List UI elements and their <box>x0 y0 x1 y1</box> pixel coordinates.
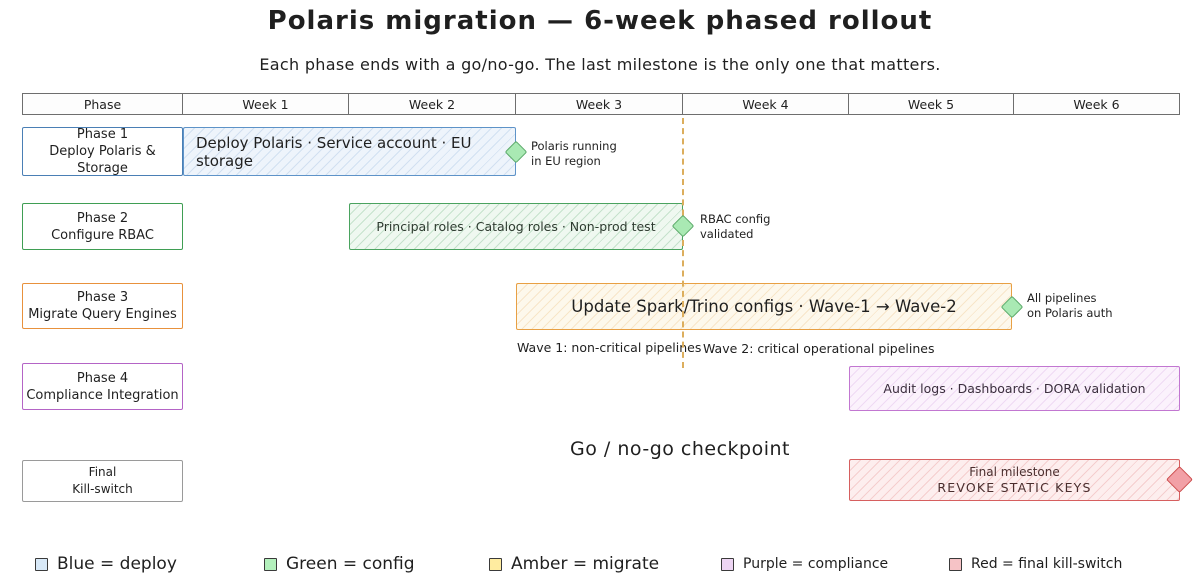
phase2-milestone-line1: RBAC config <box>700 212 771 226</box>
phase4-label-line2: Compliance Integration <box>26 387 179 403</box>
phase3-milestone-line1: All pipelines <box>1027 291 1097 305</box>
blue-swatch-icon <box>35 557 48 571</box>
phase3-milestone-line2: on Polaris auth <box>1027 305 1113 320</box>
page-title: Polaris migration — 6-week phased rollou… <box>267 6 933 36</box>
phase1-milestone-label: Polaris running in EU region <box>531 139 617 168</box>
phase2-bar: Principal roles · Catalog roles · Non-pr… <box>349 203 683 250</box>
header-cell-week2: Week 2 <box>349 94 516 114</box>
final-label-box: Final Kill-switch <box>22 460 183 502</box>
header-cell-phase: Phase <box>23 94 183 114</box>
phase3-bar: Update Spark/Trino configs · Wave-1 → Wa… <box>516 283 1012 330</box>
phase1-label-line2: Deploy Polaris & Storage <box>49 144 156 176</box>
legend-label-blue: Blue = deploy <box>57 554 177 574</box>
phase1-bar: Deploy Polaris · Service account · EU st… <box>183 127 516 176</box>
legend-label-red: Red = final kill-switch <box>971 556 1123 572</box>
phase1-milestone-line1: Polaris running <box>531 139 617 153</box>
phase1-label-box: Phase 1 Deploy Polaris & Storage <box>22 127 183 176</box>
legend-item-blue: Blue = deploy <box>35 551 177 577</box>
legend-item-green: Green = config <box>264 551 415 577</box>
purple-swatch-icon <box>721 557 734 571</box>
legend-label-purple: Purple = compliance <box>743 556 889 572</box>
legend-item-purple: Purple = compliance <box>721 551 888 577</box>
legend-item-amber: Amber = migrate <box>489 551 659 577</box>
timeline-header: Phase Week 1 Week 2 Week 3 Week 4 Week 5… <box>22 93 1180 115</box>
phase3-label-box: Phase 3 Migrate Query Engines <box>22 283 183 329</box>
red-swatch-icon <box>949 557 962 571</box>
header-cell-week3: Week 3 <box>516 94 683 114</box>
final-label-line1: Final <box>88 465 117 479</box>
header-cell-week4: Week 4 <box>683 94 849 114</box>
header-cell-week5: Week 5 <box>849 94 1014 114</box>
phase3-bar-text: Update Spark/Trino configs · Wave-1 → Wa… <box>571 297 957 316</box>
phase3-milestone-label: All pipelines on Polaris auth <box>1027 291 1113 320</box>
phase2-label-line1: Phase 2 <box>76 210 129 226</box>
phase1-bar-text: Deploy Polaris · Service account · EU st… <box>196 133 472 170</box>
wave1-annotation: Wave 1: non-critical pipelines <box>517 340 702 355</box>
phase1-milestone-line2: in EU region <box>531 153 601 168</box>
header-cell-week6: Week 6 <box>1073 96 1120 112</box>
final-bar-line2: REVOKE STATIC KEYS <box>937 480 1092 495</box>
final-bar: Final milestone REVOKE STATIC KEYS <box>849 459 1180 501</box>
phase2-label-line2: Configure RBAC <box>51 227 154 243</box>
legend-item-red: Red = final kill-switch <box>949 551 1122 577</box>
green-swatch-icon <box>264 557 277 571</box>
phase4-bar: Audit logs · Dashboards · DORA validatio… <box>849 366 1180 411</box>
final-bar-line1: Final milestone <box>969 465 1060 479</box>
phase3-label-line1: Phase 3 <box>76 290 129 305</box>
amber-swatch-icon <box>489 557 502 571</box>
go-no-go-checkpoint-label: Go / no-go checkpoint <box>569 438 790 460</box>
final-label-line2: Kill-switch <box>72 482 133 496</box>
phase2-milestone-line2: validated <box>700 226 754 241</box>
phase1-label-line1: Phase 1 <box>76 127 129 142</box>
phase4-label-box: Phase 4 Compliance Integration <box>22 363 183 410</box>
header-cell-week1: Week 1 <box>183 94 349 114</box>
phase3-label-line2: Migrate Query Engines <box>28 307 177 322</box>
phase2-bar-text: Principal roles · Catalog roles · Non-pr… <box>376 219 656 234</box>
wave2-annotation: Wave 2: critical operational pipelines <box>703 341 935 356</box>
page-subtitle: Each phase ends with a go/no-go. The las… <box>259 55 941 74</box>
go-no-go-dashed-line <box>682 118 684 368</box>
legend-label-amber: Amber = migrate <box>511 554 660 574</box>
phase4-label-line1: Phase 4 <box>76 370 129 386</box>
phase4-bar-text: Audit logs · Dashboards · DORA validatio… <box>883 381 1146 396</box>
legend-label-green: Green = config <box>286 554 415 574</box>
phase2-milestone-label: RBAC config validated <box>700 212 770 241</box>
phase2-label-box: Phase 2 Configure RBAC <box>22 203 183 250</box>
